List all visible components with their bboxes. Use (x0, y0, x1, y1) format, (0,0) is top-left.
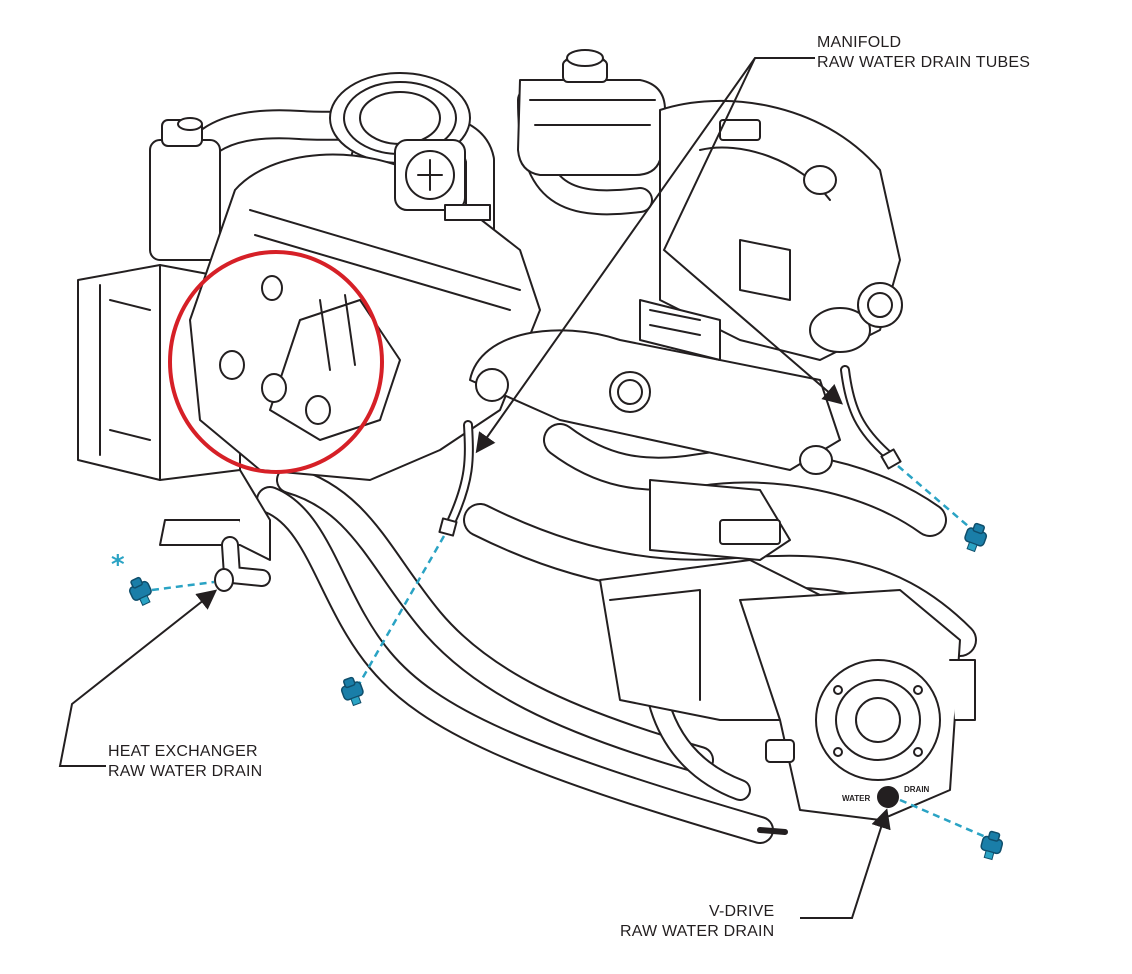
hx-drain-fitting (214, 536, 271, 592)
leader-manifold-right (662, 57, 844, 405)
callout-line: RAW WATER DRAIN (108, 763, 263, 780)
callout-manifold-drain-tubes: MANIFOLD RAW WATER DRAIN TUBES (817, 33, 1030, 73)
manifold-drain-tubes (438, 365, 902, 537)
drain-plug-icon[interactable] (126, 575, 156, 608)
callout-heat-exchanger-drain: HEAT EXCHANGER RAW WATER DRAIN (108, 742, 262, 782)
dash-hx-drain (151, 580, 215, 592)
drain-plug-icon[interactable] (978, 830, 1004, 861)
drain-plug-icon[interactable] (338, 675, 366, 707)
water-marking: WATER (842, 794, 871, 803)
leader-hx (58, 589, 218, 767)
coolant-reservoir (517, 49, 666, 176)
dash-right-tube (897, 465, 969, 527)
asterisk-marker: * (111, 550, 125, 580)
callout-line: V-DRIVE (708, 903, 775, 920)
callout-line: RAW WATER DRAIN (620, 923, 775, 940)
exhaust-crossover (469, 329, 841, 475)
intake-manifold (189, 153, 541, 481)
callout-line: MANIFOLD (817, 34, 902, 51)
callout-vdrive-drain: V-DRIVE RAW WATER DRAIN (620, 902, 774, 942)
lower-pipe-run (256, 466, 788, 844)
dash-left-tube (356, 535, 446, 687)
engine-block-right (639, 99, 903, 361)
highlight-circle (168, 250, 384, 474)
dash-vdrive-drain (899, 798, 989, 840)
drain-plug-icon[interactable] (961, 521, 989, 553)
drain-marking: DRAIN (904, 785, 930, 794)
callout-line: RAW WATER DRAIN TUBES (817, 54, 1031, 71)
leader-vdrive (800, 808, 891, 919)
throttle-body (394, 139, 491, 221)
v-drive-housing (739, 589, 976, 821)
callout-line: HEAT EXCHANGER (108, 743, 258, 760)
